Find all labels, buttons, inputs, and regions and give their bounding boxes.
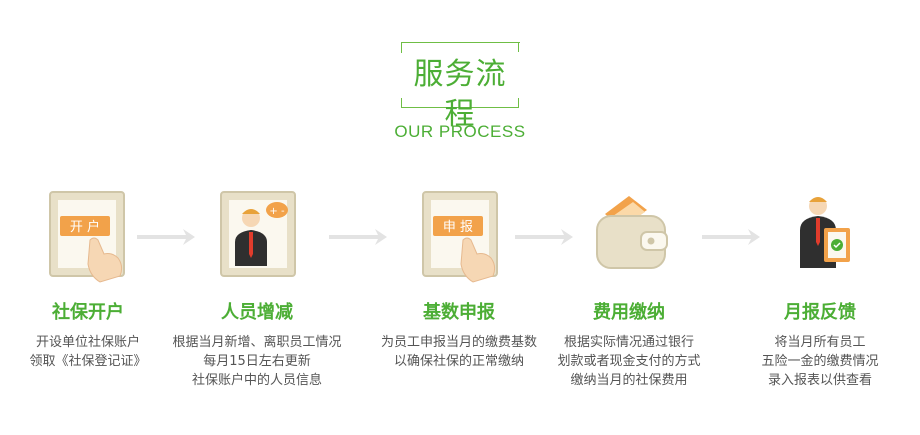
tablet-hand-icon: 开 户 xyxy=(49,191,125,283)
staff-icon: + - xyxy=(220,191,296,277)
step-description: 将当月所有员工 五险一金的缴费情况 录入报表以供查看 xyxy=(761,335,879,388)
step-title: 社保开户 xyxy=(52,302,124,323)
arrow-right-icon xyxy=(137,229,195,245)
step-description: 根据实际情况通过银行 划款或者现金支付的方式 缴纳当月的社保费用 xyxy=(557,335,701,388)
tag-label: 开 户 xyxy=(70,219,100,235)
report-staff-icon xyxy=(800,197,850,268)
section-title-frame: 服务流程 xyxy=(401,42,520,132)
arrow-right-icon xyxy=(702,229,760,245)
step-description: 根据当月新增、离职员工情况 每月15日左右更新 社保账户中的人员信息 xyxy=(172,335,342,388)
section-title: 服务流程 xyxy=(413,57,507,132)
section-subtitle: OUR PROCESS xyxy=(394,122,526,141)
step-title: 基数申报 xyxy=(423,302,495,323)
arrow-right-icon xyxy=(329,229,387,245)
tag-label: 申 报 xyxy=(443,220,473,235)
step-title: 费用缴纳 xyxy=(593,302,665,323)
tag-label: + - xyxy=(269,206,285,217)
wallet-icon xyxy=(596,196,668,269)
step-description: 开设单位社保账户 领取《社保登记证》 xyxy=(29,335,147,369)
step-description: 为员工申报当月的缴费基数 以确保社保的正常缴纳 xyxy=(380,335,537,369)
step-title: 月报反馈 xyxy=(784,302,856,323)
arrow-right-icon xyxy=(515,229,573,245)
tablet-hand-icon: 申 报 xyxy=(422,191,498,283)
step-title: 人员增减 xyxy=(221,302,293,323)
